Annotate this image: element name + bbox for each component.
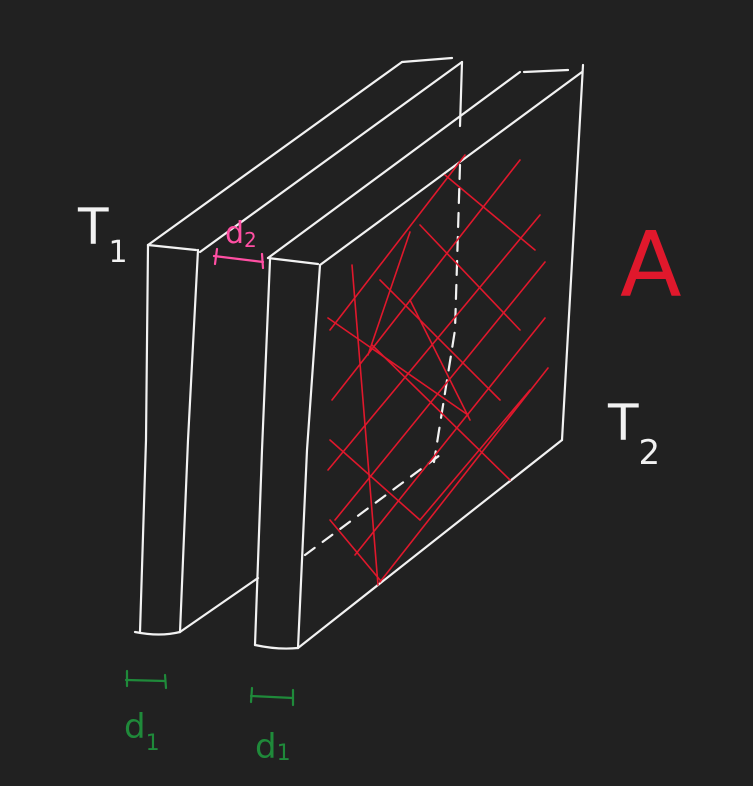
label-t1: T1 <box>77 198 128 270</box>
label-d1-right: d1 <box>255 727 291 767</box>
slab-left <box>133 56 464 636</box>
label-d2: d2 <box>225 216 257 252</box>
gap-marker-d2 <box>212 247 265 270</box>
thickness-marker-left <box>124 669 168 690</box>
thickness-marker-right <box>249 686 295 707</box>
slab-right <box>253 63 585 650</box>
label-d1-left: d1 <box>124 707 160 756</box>
label-t2: T2 <box>607 394 660 473</box>
area-hatching <box>327 154 549 586</box>
label-area-a: A <box>620 213 682 318</box>
